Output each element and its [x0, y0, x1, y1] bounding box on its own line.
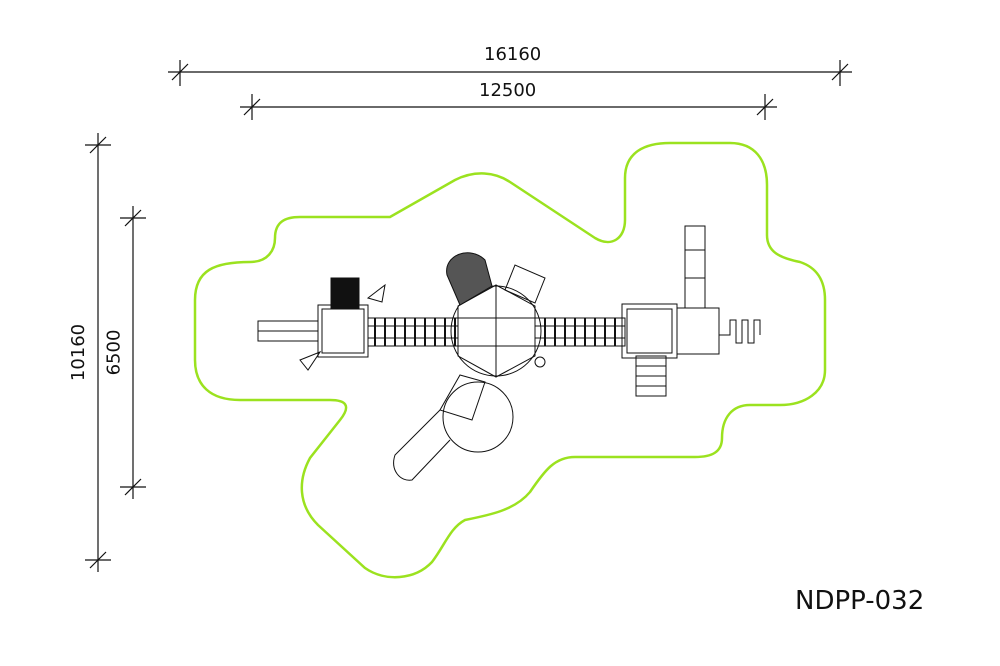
- slide-exit: [393, 409, 451, 481]
- dim-overall-depth: 10160: [68, 323, 90, 382]
- safety-zone-outline: [193, 141, 827, 579]
- dim-overall-width: 16160: [484, 44, 542, 65]
- dim-equipment-width: 12500: [479, 80, 537, 101]
- tunnel: [684, 225, 706, 309]
- right-deck-2: [676, 307, 720, 355]
- horn-2: [299, 350, 322, 371]
- step-panel: [504, 264, 546, 304]
- bridge-right: [534, 317, 626, 347]
- horn: [366, 283, 386, 303]
- right-deck: [621, 303, 678, 359]
- model-code: NDPP-032: [795, 586, 925, 616]
- climber: [330, 277, 360, 309]
- playground-equipment: [257, 225, 761, 481]
- dim-equipment-depth: 6500: [103, 329, 125, 376]
- dimension-lines: [85, 60, 852, 572]
- wave-climber: [719, 319, 761, 344]
- net-climber: [446, 252, 493, 306]
- steering-wheel: [534, 356, 546, 368]
- left-deck: [317, 304, 369, 358]
- spiral-slide: [442, 381, 514, 453]
- tube-slide: [439, 374, 486, 421]
